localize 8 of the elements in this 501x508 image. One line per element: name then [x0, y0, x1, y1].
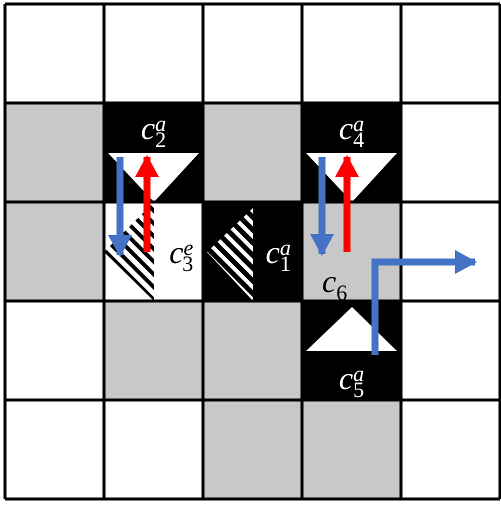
arrow — [135, 155, 159, 252]
arrow — [335, 155, 359, 252]
grid-cell — [302, 301, 401, 400]
arrow — [372, 250, 477, 355]
arrow — [310, 157, 334, 256]
arrow — [108, 157, 132, 257]
grid-cell — [203, 202, 302, 301]
cell-label: c$_{6}$ — [322, 265, 348, 298]
